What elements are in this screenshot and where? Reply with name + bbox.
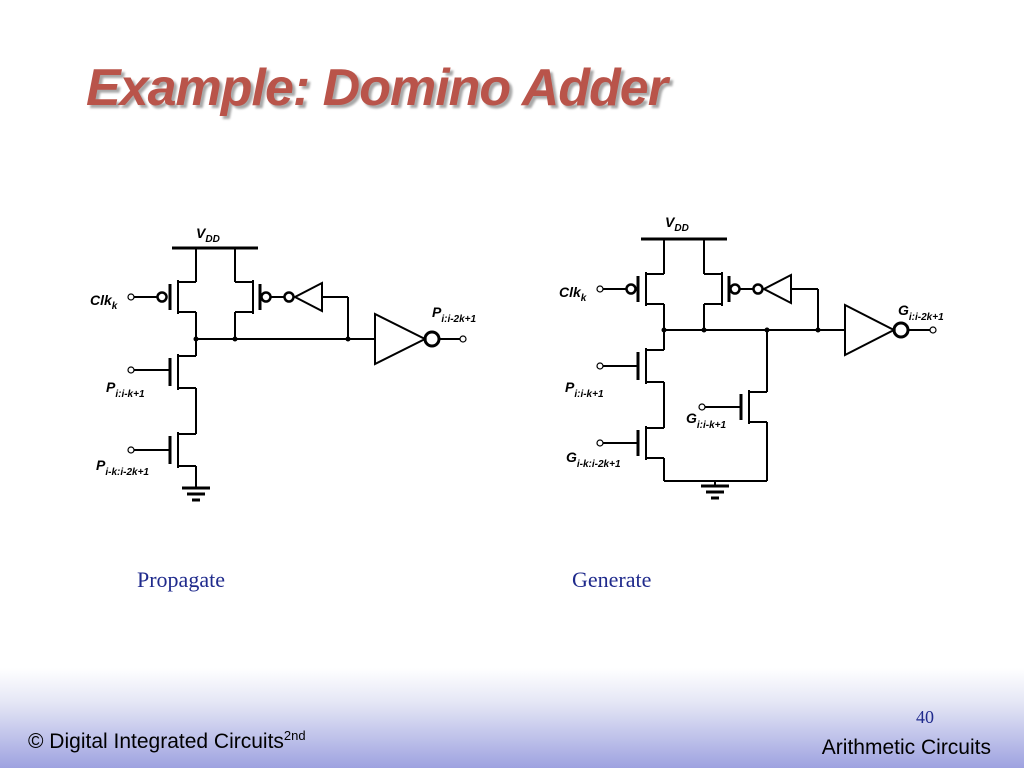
propagate-clock-pmos [127,248,197,339]
generate-vdd-label: VDD [665,214,689,234]
generate-output-inverter [844,303,937,357]
generate-caption: Generate [572,567,652,592]
propagate-caption: Propagate [137,567,225,592]
footer-copyright-text: © Digital Integrated Circuits [28,730,284,753]
generate-input-2-label: Gi-k:i-2k+1 [566,449,621,470]
generate-clk-label: Clkk [559,284,587,304]
generate-ground-symbol [701,484,729,500]
footer-band [0,668,1024,768]
propagate-nmos-2 [127,432,197,488]
propagate-vdd-label: VDD [196,225,220,245]
footer-section-title: Arithmetic Circuits [821,736,991,759]
generate-input-3-label: Gi:i-k+1 [686,410,727,431]
generate-nmos-3 [698,330,768,481]
propagate-feedback-inverter [283,281,349,339]
propagate-circuit [127,246,467,502]
page-number: 40 [916,707,934,727]
generate-input-1-label: Pi:i-k+1 [565,379,604,400]
generate-nmos-2 [596,426,665,481]
propagate-ground-symbol [182,486,210,502]
generate-output-terminal [929,326,937,334]
propagate-clk-terminal [127,293,135,301]
propagate-keeper-pmos [234,248,284,339]
propagate-input-1-label: Pi:i-k+1 [106,379,145,400]
slide-title: Example: Domino Adder [86,59,668,117]
generate-circuit [596,237,937,500]
propagate-nmos-1 [127,339,197,434]
footer-copyright: © Digital Integrated Circuits2nd [28,728,306,754]
propagate-clk-label: Clkk [90,292,118,312]
generate-clock-pmos [596,239,665,330]
propagate-output-label: Pi:i-2k+1 [432,304,477,325]
generate-output-label: Gi:i-2k+1 [898,302,944,323]
generate-nmos-1 [596,330,665,428]
domino-adder-circuits: VDD Clkk Pi:i-k+1 Pi-k:i-2k+1 Pi:i-2k+1 … [90,214,944,502]
generate-clk-terminal [596,285,604,293]
footer-edition: 2nd [283,728,306,743]
propagate-output-terminal [459,335,467,343]
generate-feedback-inverter [752,273,819,330]
propagate-input-2-label: Pi-k:i-2k+1 [96,457,149,478]
propagate-output-inverter [374,312,467,366]
generate-keeper-pmos [703,239,753,330]
